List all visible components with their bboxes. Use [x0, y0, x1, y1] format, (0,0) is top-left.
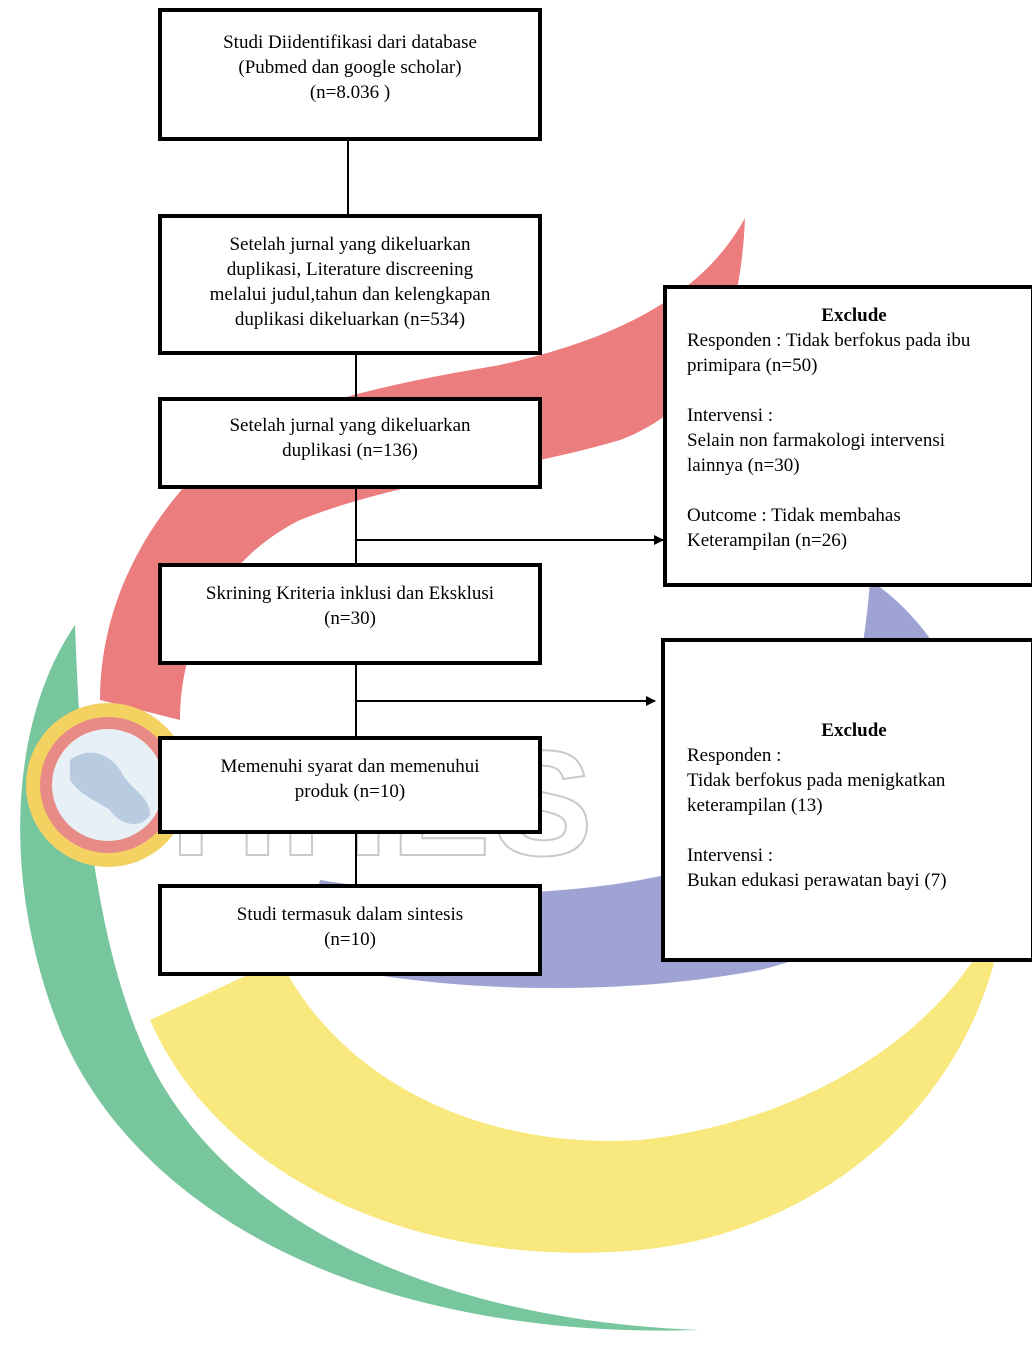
flow-box-screened-title: Setelah jurnal yang dikeluarkan duplikas… [158, 214, 542, 355]
exclude-box-1-intervensi: Intervensi : [687, 405, 774, 426]
flow-box-screened-title-line: duplikasi dikeluarkan (n=534) [234, 309, 466, 330]
exclude-box-1-outcome: Outcome : Tidak membahas [687, 505, 901, 526]
exclude-box-2-title: Exclude [821, 720, 887, 741]
watermark-green-swoosh [20, 625, 701, 1331]
flow-box-eligible-line: Memenuhi syarat dan memenuhui [220, 756, 480, 777]
exclude-box-2-intervensi: Bukan edukasi perawatan bayi (7) [687, 870, 947, 891]
exclude-box-2-responden: Tidak berfokus pada menigkatkan [687, 770, 946, 791]
flow-box-screened-title-line: duplikasi, Literature discreening [226, 259, 474, 280]
flow-box-identified: Studi Diidentifikasi dari database (Pubm… [158, 8, 542, 141]
exclude-box-1-responden: Responden : Tidak berfokus pada ibu [687, 330, 971, 351]
flow-box-eligibility-screening-line: (n=30) [324, 608, 376, 629]
flow-box-duplicates-removed-line: duplikasi (n=136) [282, 440, 418, 461]
exclude-box-1-intervensi: lainnya (n=30) [687, 455, 800, 476]
flow-box-eligibility-screening: Skrining Kriteria inklusi dan Eksklusi (… [158, 563, 542, 665]
flow-box-duplicates-removed-line: Setelah jurnal yang dikeluarkan [229, 415, 471, 436]
exclude-box-2-intervensi: Intervensi : [687, 845, 774, 866]
flow-box-eligible-line: produk (n=10) [294, 781, 406, 802]
exclude-box-1: Exclude Responden : Tidak berfokus pada … [663, 285, 1032, 587]
exclude-box-2-responden: keterampilan (13) [687, 795, 823, 816]
exclude-box-1-outcome: Keterampilan (n=26) [687, 530, 848, 551]
watermark-yellow-crescent [150, 900, 1005, 1253]
flow-box-included-line: Studi termasuk dalam sintesis [236, 904, 464, 925]
flow-box-duplicates-removed: Setelah jurnal yang dikeluarkan duplikas… [158, 397, 542, 489]
flow-box-identified-line: (Pubmed dan google scholar) [238, 57, 462, 78]
exclude-box-2: Exclude Responden : Tidak berfokus pada … [661, 638, 1032, 962]
exclude-box-1-responden: primipara (n=50) [687, 355, 818, 376]
exclude-box-2-responden: Responden : [687, 745, 782, 766]
exclude-box-1-intervensi: Selain non farmakologi intervensi [687, 430, 946, 451]
flow-box-eligibility-screening-line: Skrining Kriteria inklusi dan Eksklusi [205, 583, 495, 604]
flow-box-identified-line: Studi Diidentifikasi dari database [223, 32, 477, 53]
exclude-box-1-title: Exclude [821, 305, 887, 326]
flow-box-eligible: Memenuhi syarat dan memenuhui produk (n=… [158, 736, 542, 834]
flow-box-included: Studi termasuk dalam sintesis (n=10) [158, 884, 542, 976]
flow-box-included-line: (n=10) [324, 929, 376, 950]
flow-box-screened-title-line: melalui judul,tahun dan kelengkapan [209, 284, 491, 305]
watermark-globe-land [70, 752, 150, 825]
flow-box-identified-line: (n=8.036 ) [309, 82, 391, 103]
flow-box-screened-title-line: Setelah jurnal yang dikeluarkan [229, 234, 471, 255]
